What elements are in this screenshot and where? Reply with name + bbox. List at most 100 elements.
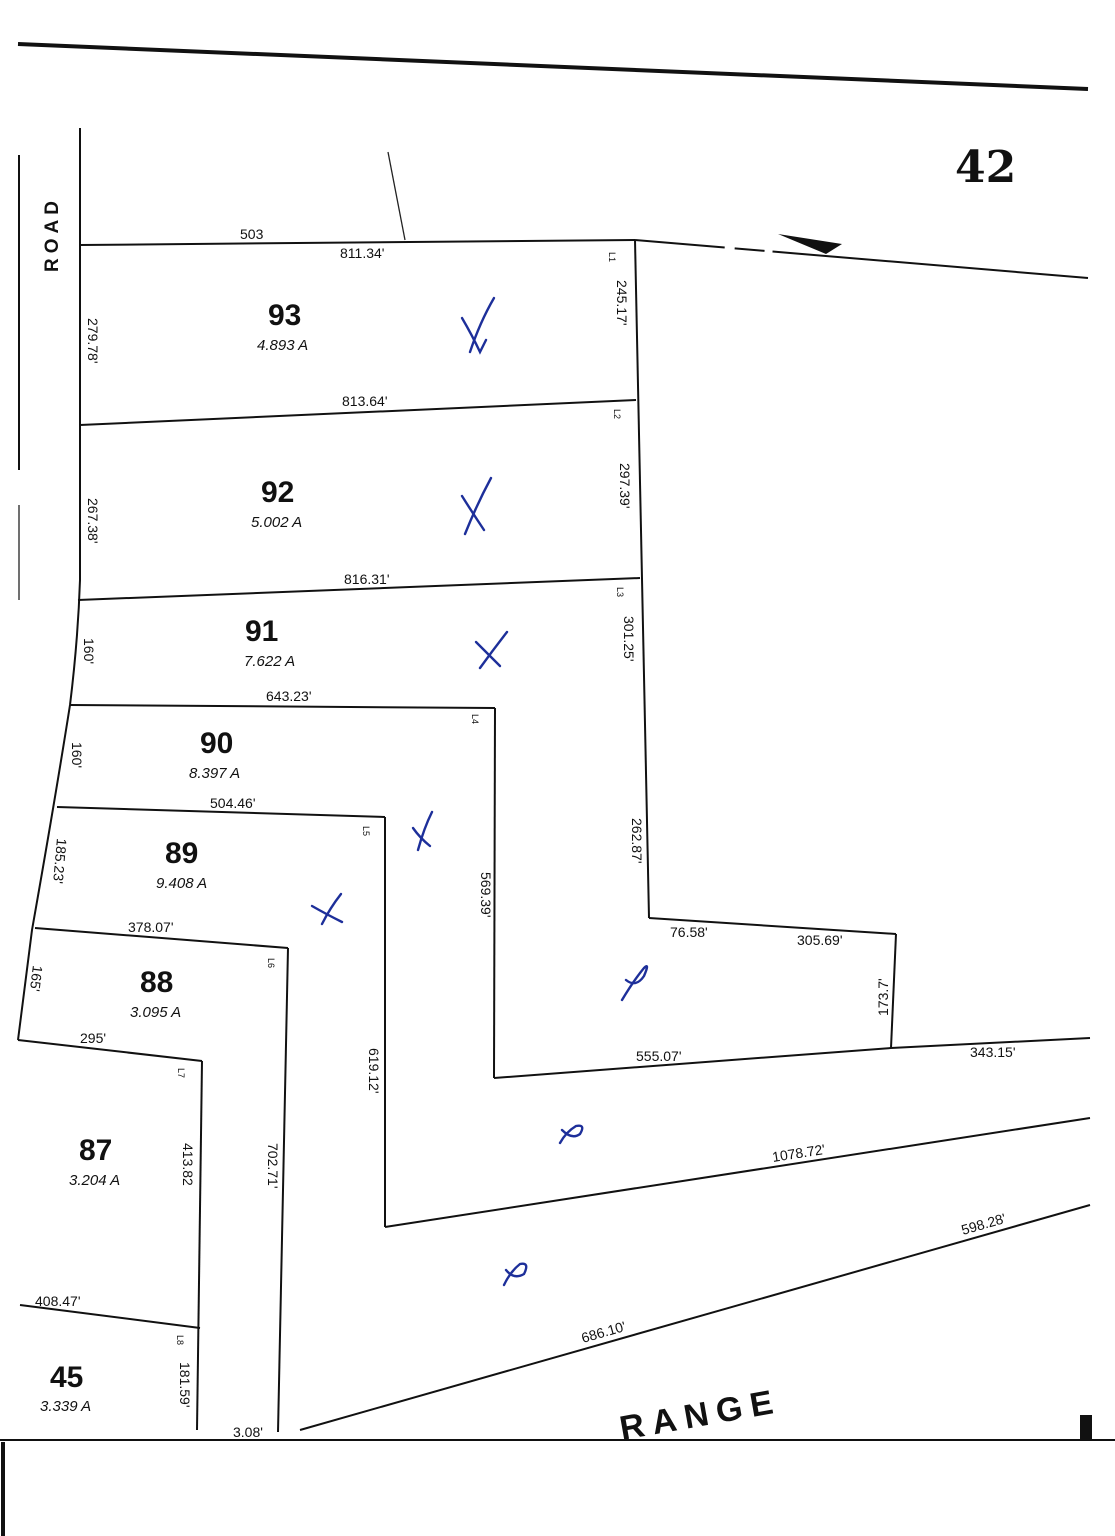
dimension-label: 301.25' [621,616,637,662]
dimension-label: 503 [240,226,264,242]
handwritten-loop-mark [620,965,649,1002]
lot-92: 92 5.002 A [251,476,302,531]
dimension-label: 181.59' [177,1362,193,1408]
dimension-label: 598.28' [959,1210,1007,1238]
range-road-label: RANGE [617,1382,784,1448]
line-tag: L7 [176,1068,186,1078]
dimension-label: 569.39' [478,872,494,918]
rear-line-1078-72 [384,1117,1091,1228]
dimension-label: 160' [81,638,97,664]
lot-number: 92 [261,476,294,509]
dimension-label: 686.10' [579,1318,627,1346]
line-tag: L1 [607,252,617,262]
dimension-label: 295' [80,1030,106,1046]
dimension-label: 3.08' [233,1424,263,1440]
handwritten-x-mark [310,892,344,926]
dimension-label: 408.47' [35,1293,81,1309]
dimension-label: 378.07' [128,919,174,935]
lot-line-89-88 [34,927,289,949]
dimension-label: 643.23' [266,688,312,704]
lot-line-92-91 [77,577,641,601]
dimension-label: 702.71' [265,1143,281,1189]
lot-91: 91 7.622 A [244,615,295,670]
rear-line-173-7 [890,933,897,1049]
dimension-label: 185.23' [50,838,70,885]
rear-line-555-07 [493,1047,892,1079]
north-boundary-line [79,239,636,246]
road-label: ROAD [42,196,63,272]
lot-90: 90 8.397 A [189,727,240,782]
handwritten-x-mark [460,296,496,355]
handwritten-loop-mark [502,1262,528,1287]
sheet-number: 42 [955,142,1016,193]
lot-acreage: 8.397 A [189,765,240,782]
line-tag: L6 [266,958,276,968]
cut-off-letter-fragment [1080,1415,1092,1440]
dimension-label: 813.64' [342,393,388,409]
lot-acreage: 9.408 A [156,875,207,892]
lot-89: 89 9.408 A [156,837,207,892]
rear-line-343-15 [890,1037,1091,1049]
lot-87: 87 3.204 A [69,1134,120,1189]
dimension-label: 160' [69,742,85,768]
lot-number: 90 [200,727,233,760]
dimension-label: 1078.72' [771,1141,826,1165]
lot-acreage: 5.002 A [251,514,302,531]
dimension-label: 816.31' [344,571,390,587]
dimension-label: 262.87' [629,818,645,864]
handwritten-loop-mark [558,1124,584,1145]
rear-line-93-92-91 [634,239,650,919]
lot-45: 45 3.339 A [40,1361,91,1415]
handwritten-x-mark [460,476,493,536]
dimension-label: 267.38' [85,498,101,544]
north-diagonal-line [387,151,406,241]
rear-line-569-39 [493,707,496,1079]
rear-line-702-71 [277,947,289,1433]
lot-number: 89 [165,837,198,870]
dimension-label: 245.17' [614,280,630,326]
lot-line-90-89 [56,806,386,818]
line-tag: L4 [470,714,480,724]
dimension-label: 173.7' [875,978,891,1016]
dimension-label: 413.82 [180,1143,196,1186]
dimension-label: 619.12' [366,1048,382,1094]
dimension-label: 76.58' [670,924,708,940]
range-road-line [299,1204,1091,1431]
lot-number: 88 [140,966,173,999]
rear-line-413-82 [196,1060,203,1431]
dimension-label: 305.69' [797,932,843,948]
north-arrow-icon [778,234,842,254]
lot-number: 91 [245,615,278,648]
line-tag: L3 [615,587,625,597]
lot-line-87-45 [19,1304,201,1329]
lot-acreage: 7.622 A [244,653,295,670]
line-tag: L8 [175,1335,185,1345]
lot-number: 87 [79,1134,112,1167]
lot-88: 88 3.095 A [130,966,181,1021]
handwritten-x-mark [411,810,434,852]
dashed-boundary [634,239,1089,279]
dimension-label: 297.39' [617,463,633,509]
road-east-edge [17,128,81,1041]
dimension-label: 811.34' [340,245,384,261]
lot-acreage: 3.095 A [130,1004,181,1021]
lot-acreage: 4.893 A [257,337,308,354]
lot-acreage: 3.204 A [69,1172,120,1189]
lot-acreage: 3.339 A [40,1398,91,1415]
lot-number: 93 [268,299,301,332]
dimension-label: 279.78' [85,318,101,364]
line-tag: L2 [612,409,622,419]
lot-number: 45 [50,1361,83,1394]
top-border-line [17,42,1089,91]
line-tag: L5 [361,826,371,836]
lot-line-93-92 [79,399,637,426]
handwritten-x-mark [474,630,509,670]
rear-line-76-58 [648,917,897,935]
dimension-label: 555.07' [636,1048,682,1064]
lot-line-88-87 [17,1039,203,1062]
lot-93: 93 4.893 A [257,299,308,354]
dimension-label: 504.46' [210,795,256,811]
lot-line-91-90 [69,704,496,709]
dimension-label: 343.15' [970,1044,1016,1060]
